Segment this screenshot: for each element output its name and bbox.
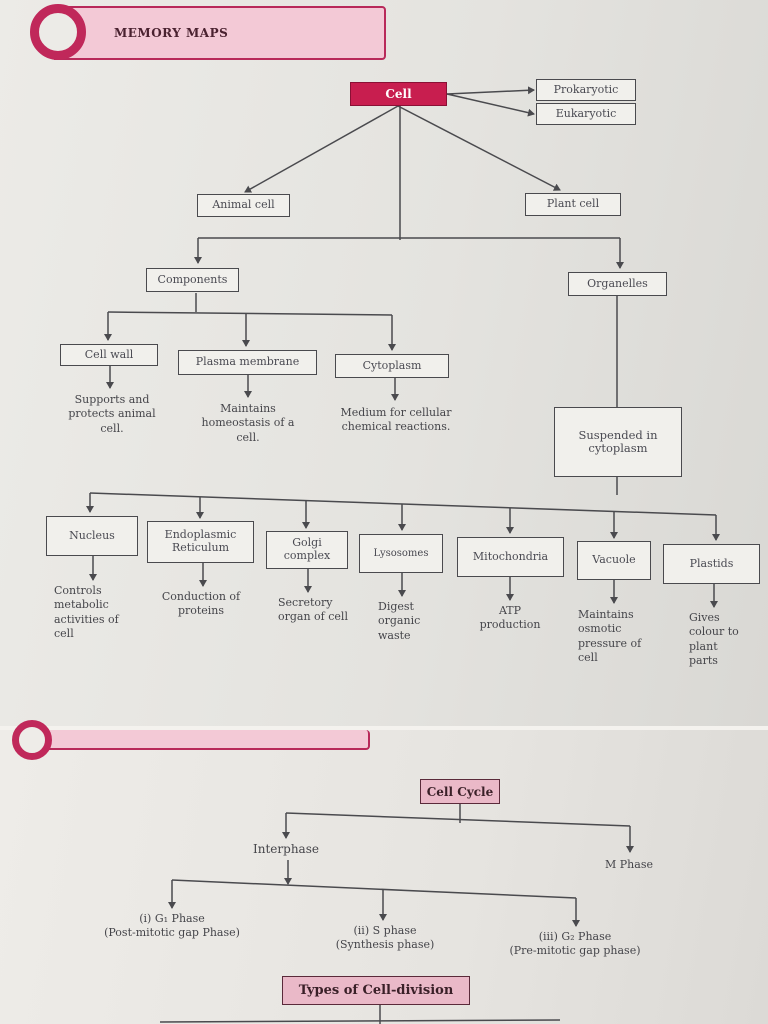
g2-phase-node: (iii) G₂ Phase (Pre-mitotic gap phase) [480, 930, 670, 959]
g1-phase-sub: (Post-mitotic gap Phase) [104, 926, 240, 940]
bottom-header-ring-icon [12, 720, 52, 760]
components-box: Components [146, 268, 239, 292]
vacuole-desc: Maintains osmotic pressure of cell [578, 608, 642, 664]
endoplasmic-reticulum-box: Endoplasmic Reticulum [147, 521, 254, 563]
plant-cell-box: Plant cell [525, 193, 621, 216]
golgi-desc: Secretory organ of cell [278, 596, 348, 624]
organelles-box: Organelles [568, 272, 667, 296]
endoplasmic-reticulum-label: Endoplasmic Reticulum [164, 528, 237, 554]
s-phase-node: (ii) S phase (Synthesis phase) [300, 924, 470, 953]
s-phase-sub: (Synthesis phase) [335, 938, 435, 952]
cell-wall-desc: Supports and protects animal cell. [68, 393, 156, 435]
g1-phase-label: (i) G₁ Phase [139, 912, 205, 925]
cell-cycle-box: Cell Cycle [420, 779, 500, 804]
suspended-label: Suspended in cytoplasm [578, 427, 658, 455]
prokaryotic-label: Prokaryotic [553, 82, 619, 96]
plastids-label: Plastids [689, 556, 734, 570]
animal-cell-label: Animal cell [212, 198, 275, 212]
nucleus-box: Nucleus [46, 516, 138, 556]
vacuole-box: Vacuole [577, 541, 651, 580]
suspended-box: Suspended in cytoplasm [554, 407, 682, 477]
lysosomes-box: Lysosomes [359, 534, 443, 573]
plasma-membrane-label: Plasma membrane [195, 355, 300, 369]
interphase-label: Interphase [253, 842, 319, 856]
animal-cell-box: Animal cell [197, 194, 290, 217]
eukaryotic-label: Eukaryotic [555, 106, 617, 120]
cell-root-box: Cell [350, 82, 447, 106]
g2-phase-label: (iii) G₂ Phase [538, 930, 612, 943]
plastids-desc: Gives colour to plant parts [689, 611, 739, 667]
eukaryotic-box: Eukaryotic [536, 103, 636, 125]
g2-phase-sub: (Pre-mitotic gap phase) [509, 944, 641, 958]
components-label: Components [157, 272, 228, 286]
plastids-box: Plastids [663, 544, 760, 584]
bottom-header-bar [40, 730, 370, 750]
header-ring-icon [30, 4, 86, 60]
nucleus-desc: Controls metabolic activities of cell [54, 584, 119, 640]
mitochondria-label: Mitochondria [472, 549, 549, 563]
cytoplasm-box: Cytoplasm [335, 354, 449, 378]
organelles-label: Organelles [587, 276, 648, 290]
cell-wall-label: Cell wall [84, 347, 134, 361]
cell-root-label: Cell [385, 87, 412, 101]
plant-cell-label: Plant cell [546, 197, 600, 211]
cytoplasm-label: Cytoplasm [362, 358, 422, 372]
g1-phase-node: (i) G₁ Phase (Post-mitotic gap Phase) [72, 912, 272, 941]
nucleus-label: Nucleus [69, 528, 115, 542]
lysosomes-label: Lysosomes [373, 547, 429, 559]
golgi-complex-label: Golgi complex [283, 536, 331, 562]
header-title: MEMORY MAPS [114, 26, 229, 40]
bottom-page [0, 730, 768, 1024]
memory-maps-header: MEMORY MAPS [54, 6, 386, 60]
cell-wall-box: Cell wall [60, 344, 158, 366]
prokaryotic-box: Prokaryotic [536, 79, 636, 101]
m-phase-label: M Phase [605, 858, 653, 871]
types-of-cell-division-label: Types of Cell-division [298, 983, 454, 998]
mitochondria-box: Mitochondria [457, 537, 564, 577]
plasma-membrane-desc: Maintains homeostasis of a cell. [201, 402, 295, 444]
cell-cycle-label: Cell Cycle [426, 784, 494, 799]
plasma-membrane-box: Plasma membrane [178, 350, 317, 375]
lysosomes-desc: Digest organic waste [378, 600, 421, 642]
mitochondria-desc: ATP production [479, 604, 541, 632]
vacuole-label: Vacuole [592, 553, 636, 567]
s-phase-label: (ii) S phase [353, 924, 417, 937]
golgi-complex-box: Golgi complex [266, 531, 348, 569]
cytoplasm-desc: Medium for cellular chemical reactions. [340, 406, 452, 434]
types-of-cell-division-box: Types of Cell-division [282, 976, 470, 1005]
er-desc: Conduction of proteins [161, 590, 241, 618]
